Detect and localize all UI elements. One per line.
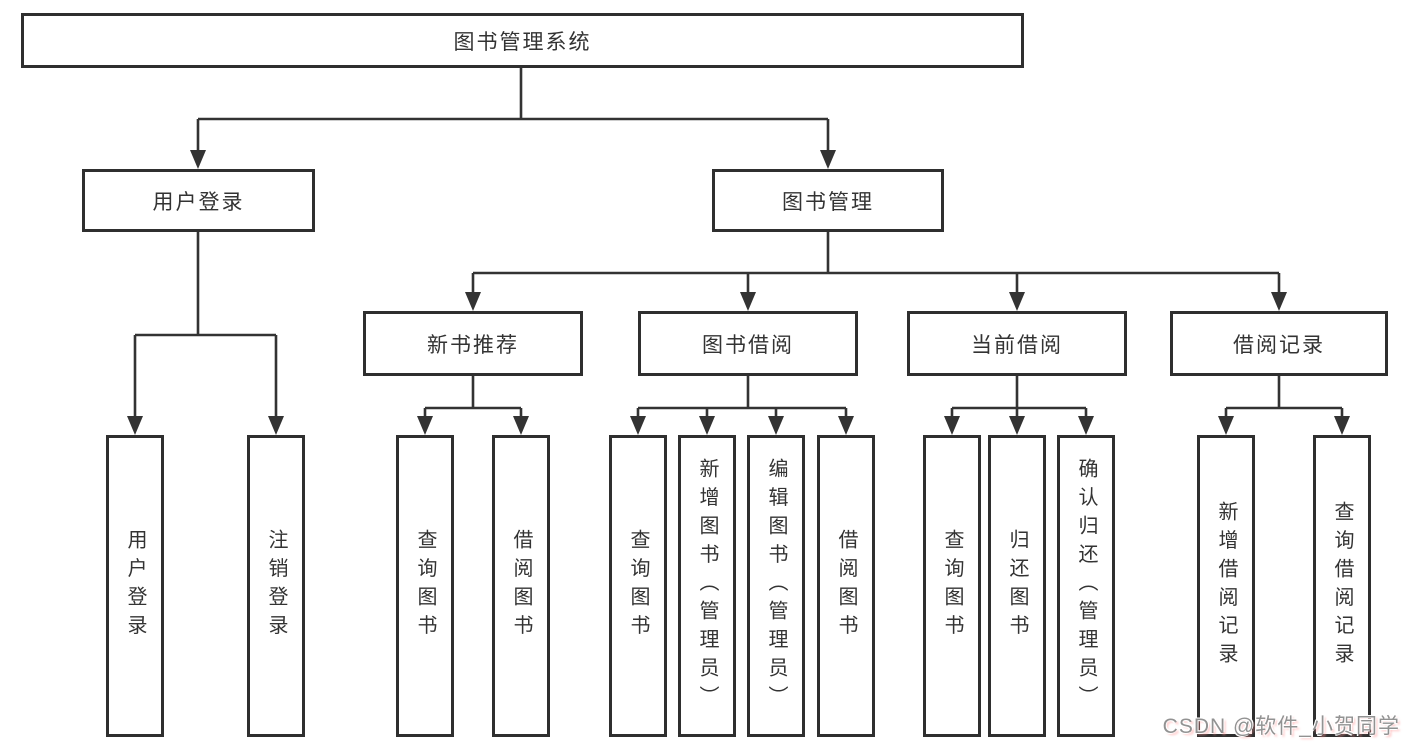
leaf-query-book-recommend-label: 查询图书 [414, 529, 436, 643]
leaf-edit-book-admin-label: 编辑图书（管理员） [765, 458, 787, 714]
node-user-login-label: 用户登录 [152, 190, 245, 214]
node-root: 图书管理系统 [21, 13, 1024, 68]
leaf-query-book-borrow: 查询图书 [609, 435, 667, 737]
node-borrow-records-label: 借阅记录 [1233, 333, 1325, 357]
connector-borrow-records-children [1218, 376, 1350, 435]
leaf-return-book-label: 归还图书 [1006, 529, 1028, 643]
node-book-borrow: 图书借阅 [638, 311, 858, 376]
leaf-logout-login: 注销登录 [247, 435, 305, 737]
leaf-borrow-book: 借阅图书 [817, 435, 875, 737]
leaf-query-book-current-label: 查询图书 [941, 529, 963, 643]
watermark: CSDN @软件_小贺同学 [1162, 715, 1400, 738]
node-book-borrow-label: 图书借阅 [702, 333, 794, 357]
leaf-add-borrow-record-label: 新增借阅记录 [1215, 500, 1237, 672]
leaf-borrow-book-recommend: 借阅图书 [492, 435, 550, 737]
leaf-return-book: 归还图书 [988, 435, 1046, 737]
node-current-borrow-label: 当前借阅 [971, 333, 1063, 357]
leaf-add-borrow-record: 新增借阅记录 [1197, 435, 1255, 737]
node-book-management: 图书管理 [712, 169, 944, 232]
leaf-user-login-label: 用户登录 [124, 529, 146, 643]
leaf-query-book-borrow-label: 查询图书 [627, 529, 649, 643]
connector-book-borrow-children [630, 376, 854, 435]
connector-root-to-level2 [190, 68, 836, 169]
leaf-borrow-book-recommend-label: 借阅图书 [510, 529, 532, 643]
leaf-user-login: 用户登录 [106, 435, 164, 737]
node-current-borrow: 当前借阅 [907, 311, 1127, 376]
node-new-book-recommend-label: 新书推荐 [427, 333, 519, 357]
node-user-login: 用户登录 [82, 169, 315, 232]
leaf-query-book-current: 查询图书 [923, 435, 981, 737]
leaf-query-borrow-record-label: 查询借阅记录 [1331, 500, 1353, 672]
node-book-management-label: 图书管理 [782, 190, 874, 214]
connector-current-borrow-children [944, 376, 1094, 435]
leaf-query-borrow-record: 查询借阅记录 [1313, 435, 1371, 737]
leaf-add-book-admin: 新增图书（管理员） [678, 435, 736, 737]
leaf-edit-book-admin: 编辑图书（管理员） [747, 435, 805, 737]
connector-user-login-children [127, 232, 284, 435]
connector-new-book-recommend-children [417, 376, 529, 435]
node-new-book-recommend: 新书推荐 [363, 311, 583, 376]
leaf-confirm-return-admin: 确认归还（管理员） [1057, 435, 1115, 737]
node-root-label: 图书管理系统 [453, 30, 592, 54]
leaf-confirm-return-admin-label: 确认归还（管理员） [1075, 458, 1097, 714]
leaf-borrow-book-label: 借阅图书 [835, 529, 857, 643]
connector-book-management-children [465, 232, 1287, 311]
node-borrow-records: 借阅记录 [1170, 311, 1388, 376]
leaf-query-book-recommend: 查询图书 [396, 435, 454, 737]
leaf-add-book-admin-label: 新增图书（管理员） [696, 458, 718, 714]
leaf-logout-login-label: 注销登录 [265, 529, 287, 643]
